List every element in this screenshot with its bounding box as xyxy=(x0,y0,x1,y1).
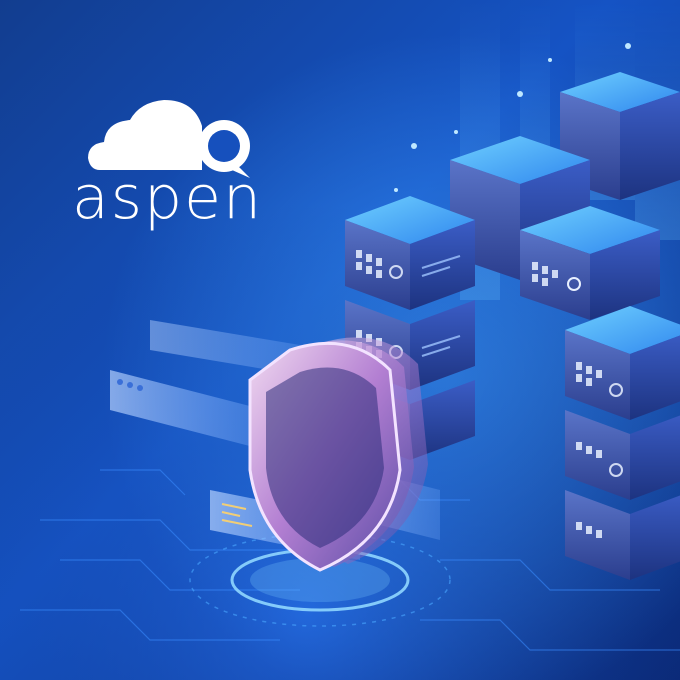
shield-icon xyxy=(248,337,428,572)
cloud-speech-icon xyxy=(88,100,250,178)
server-stack-middle xyxy=(520,206,660,320)
server-stack-right xyxy=(565,306,680,580)
glow-ring xyxy=(189,533,451,627)
brand-wordmark: aspen xyxy=(72,163,264,233)
